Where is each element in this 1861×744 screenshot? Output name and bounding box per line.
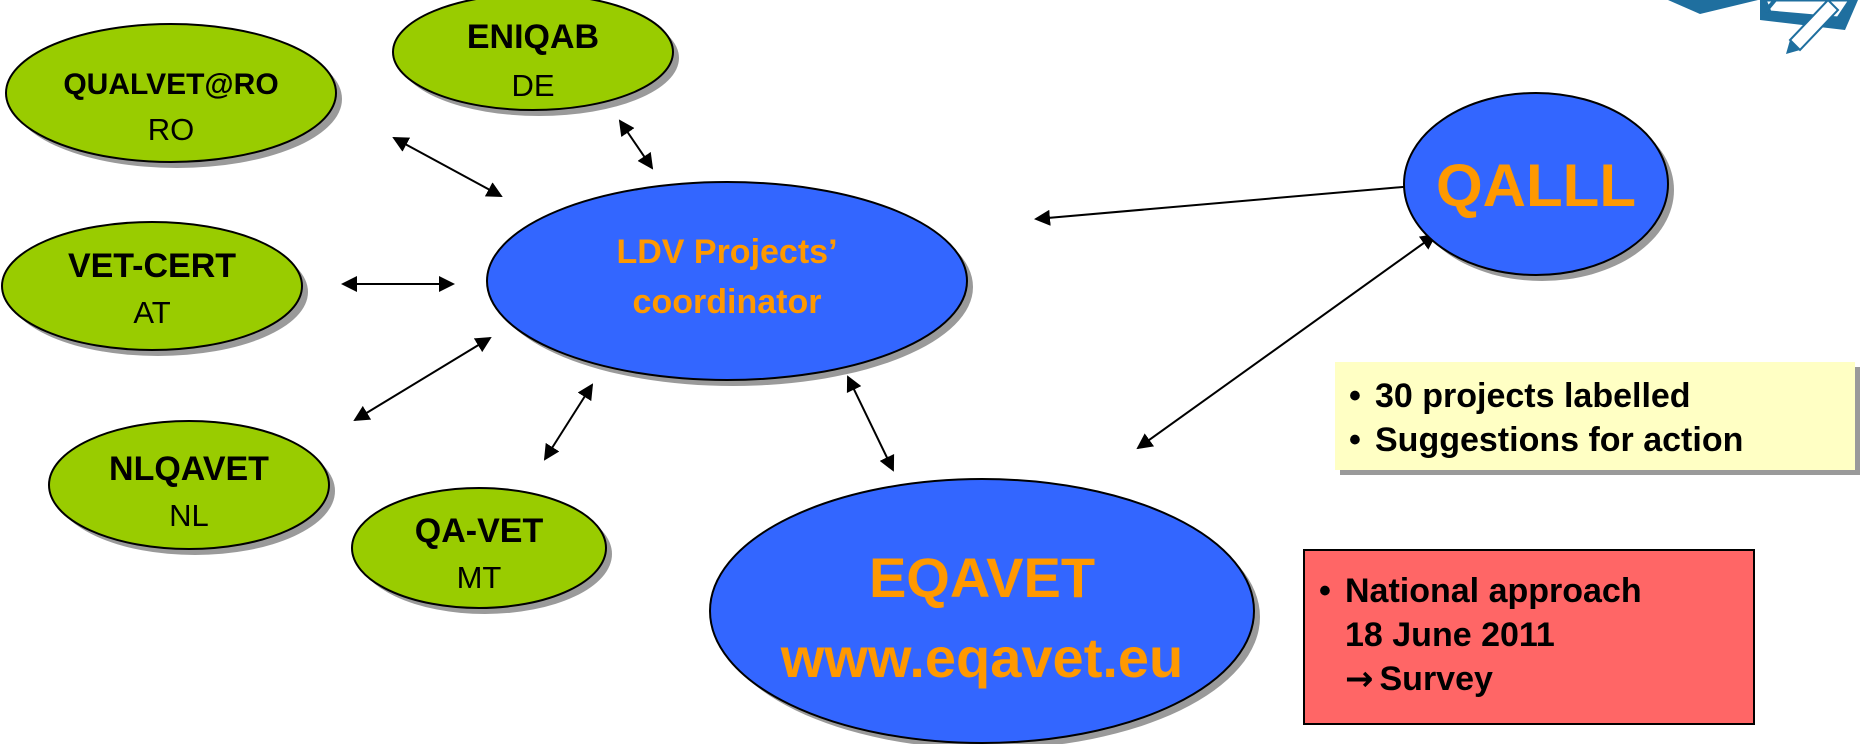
node-qavet: QA-VET MT xyxy=(351,487,612,614)
node-qalll: QALLL xyxy=(1403,92,1674,281)
national-approach-date: 18 June 2011 xyxy=(1345,616,1555,654)
node-vetcert-country: AT xyxy=(133,295,170,330)
arrow-eqavet-qalll xyxy=(1136,233,1437,450)
summary-item: 30 projects labelled xyxy=(1345,374,1845,418)
node-eniqab: ENIQAB DE xyxy=(392,0,679,116)
node-eniqab-title: ENIQAB xyxy=(467,18,599,56)
node-qualvet: QUALVET@RO RO xyxy=(5,23,342,168)
node-qavet-country: MT xyxy=(457,560,502,595)
arrow-coordinator-qalll xyxy=(1034,178,1427,226)
node-qavet-title: QA-VET xyxy=(415,512,544,550)
node-nlqavet: NLQAVET NL xyxy=(48,420,335,555)
node-eqavet: EQAVET www.eqavet.eu xyxy=(709,478,1260,744)
node-vetcert-title: VET-CERT xyxy=(68,247,236,285)
arrow-qualvet-coordinator xyxy=(392,137,503,197)
national-approach-survey: Survey xyxy=(1379,660,1493,698)
node-eqavet-line2: www.eqavet.eu xyxy=(780,626,1184,689)
arrow-coordinator-eqavet xyxy=(846,375,895,472)
node-vetcert: VET-CERT AT xyxy=(1,221,308,356)
national-approach-item: National approach 18 June 2011 →Survey xyxy=(1315,569,1743,701)
node-coordinator: LDV Projects’ coordinator xyxy=(486,181,973,386)
summary-note: 30 projects labelled Suggestions for act… xyxy=(1335,362,1855,470)
arrow-nlqavet-coordinator xyxy=(353,336,492,422)
national-approach-note: National approach 18 June 2011 →Survey xyxy=(1303,549,1755,725)
summary-item: Suggestions for action xyxy=(1345,418,1845,462)
node-coordinator-line1: LDV Projects’ xyxy=(616,233,837,271)
node-nlqavet-title: NLQAVET xyxy=(109,450,269,488)
node-qalll-title: QALLL xyxy=(1436,152,1636,219)
node-coordinator-line2: coordinator xyxy=(633,283,822,321)
node-eqavet-line1: EQAVET xyxy=(869,546,1095,609)
arrow-qavet-coordinator xyxy=(543,383,594,461)
national-approach-line1: National approach xyxy=(1345,572,1642,610)
node-qualvet-country: RO xyxy=(148,112,195,147)
node-nlqavet-country: NL xyxy=(169,498,209,533)
pen-and-paper-icon xyxy=(1668,0,1858,54)
right-arrow-icon: → xyxy=(1345,659,1374,699)
connector-arrows xyxy=(341,119,1437,472)
node-eniqab-country: DE xyxy=(511,68,554,103)
node-qualvet-title: QUALVET@RO xyxy=(63,68,278,101)
arrow-eniqab-coordinator xyxy=(618,119,654,170)
